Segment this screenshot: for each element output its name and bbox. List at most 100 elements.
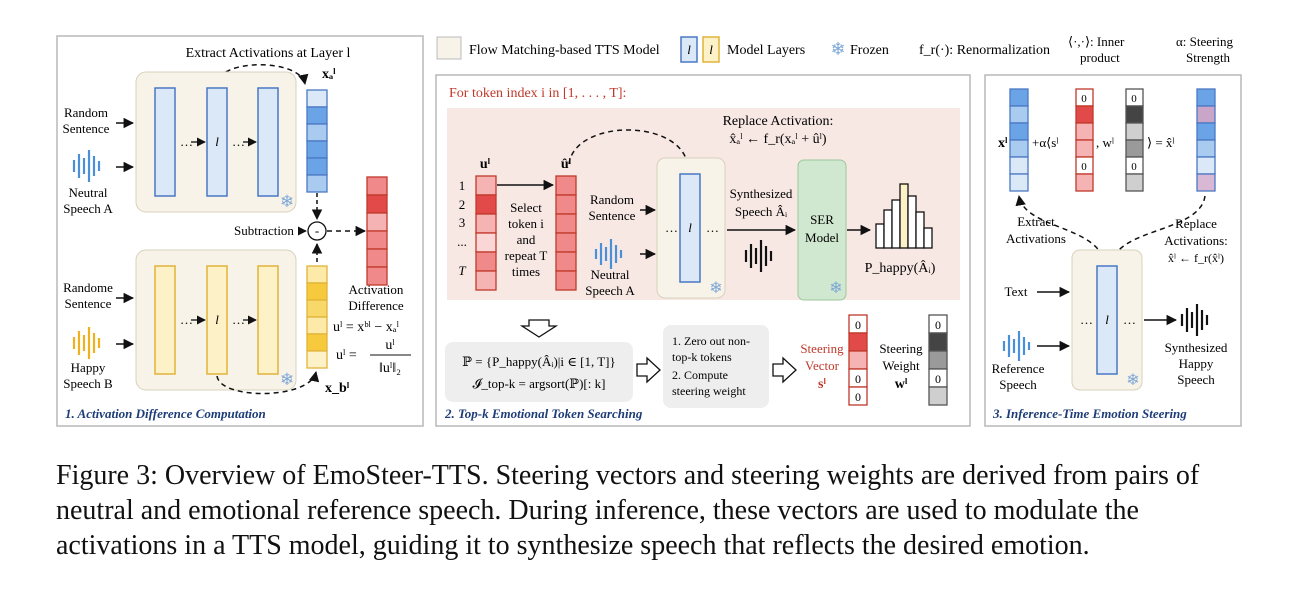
neutral-speech-1: Neutral xyxy=(69,185,108,200)
legend-layer-symbol-2: l xyxy=(709,42,713,57)
happy-layer-l xyxy=(206,265,228,375)
subtraction-label: Subtraction xyxy=(234,223,294,238)
p3-rangle: ⟩ = x̂ˡ xyxy=(1147,135,1175,150)
neutral-speech-2: Speech A xyxy=(63,201,113,216)
u-label: uˡ xyxy=(480,157,491,172)
happy-waveform-icon xyxy=(72,327,101,359)
svg-text:steering weight: steering weight xyxy=(672,384,746,398)
svg-text:top-k tokens: top-k tokens xyxy=(672,350,732,364)
panel-topk-token-search: For token index i in [1, . . . , T]: Rep… xyxy=(435,74,971,427)
svg-text:…: … xyxy=(1080,312,1093,327)
blue-layer-swatch xyxy=(680,36,698,63)
p3-reference-waveform-icon xyxy=(1002,331,1031,361)
svg-text:Select: Select xyxy=(510,200,542,215)
p2-synth-waveform-icon xyxy=(744,240,773,272)
snowflake-icon: ❄ xyxy=(829,280,842,297)
svg-text:…: … xyxy=(232,134,245,149)
happy-speech-1: Happy xyxy=(71,360,106,375)
sv-zero-1: 0 xyxy=(855,318,861,332)
p3-replace-3: x̂ˡ ← f_r(x̂ˡ) xyxy=(1168,251,1224,265)
legend-flow-model: Flow Matching-based TTS Model xyxy=(469,43,660,58)
svg-text:T: T xyxy=(458,263,466,278)
figure-caption: Figure 3: Overview of EmoSteer-TTS. Stee… xyxy=(56,460,1200,561)
p3-reference-2: Speech xyxy=(999,377,1037,392)
equation-u-lhs: uˡ = xyxy=(336,348,357,363)
p3-x-label: xˡ xyxy=(998,136,1008,151)
snowflake-icon: ❄ xyxy=(709,280,722,297)
right-hollow-arrow-icon xyxy=(636,356,661,384)
panel1-label: 1. Activation Difference Computation xyxy=(65,406,266,421)
svg-text:…: … xyxy=(706,220,719,235)
equation-u-diff: uˡ = xᵇˡ − xₐˡ xyxy=(333,320,400,335)
steering-vector-column xyxy=(848,314,868,406)
svg-text:2. Compute: 2. Compute xyxy=(672,368,728,382)
p3-reference-1: Reference xyxy=(992,361,1045,376)
randome-sentence-1: Randome xyxy=(63,280,113,295)
svg-text:2: 2 xyxy=(459,197,466,212)
activation-difference-1: Activation xyxy=(349,282,404,297)
legend-inner-1: ⟨·,·⟩: Inner xyxy=(1068,34,1125,49)
p3-output-waveform-icon xyxy=(1180,304,1209,336)
p3-synth-1: Synthesized xyxy=(1165,340,1228,355)
replace-activation-1: Replace Activation: xyxy=(723,114,834,129)
p2-neutral-waveform-icon xyxy=(594,239,623,269)
index-labels: 1 2 3 ... T xyxy=(457,178,467,278)
p2-neutral-speech-2: Speech A xyxy=(585,283,635,298)
steps-box xyxy=(663,325,769,408)
set-equation: ℙ = {P_happy(Âᵢ)|i ∈ [1, T]} xyxy=(462,354,615,369)
neutral-waveform-icon xyxy=(72,150,101,182)
activation-difference-vector xyxy=(366,176,388,286)
steering-weight-column xyxy=(928,314,948,406)
right-hollow-arrow-icon-2 xyxy=(772,356,797,384)
p3-layer-l xyxy=(1096,265,1118,375)
u-hat-vector xyxy=(555,175,577,291)
p3-replace-2: Activations: xyxy=(1164,233,1228,248)
extract-title: Extract Activations at Layer l xyxy=(186,46,351,61)
random-sentence-1: Random xyxy=(64,105,108,120)
u-hat-label: ûˡ xyxy=(561,157,572,172)
svg-text:and: and xyxy=(517,232,536,247)
neutral-activation-vector xyxy=(306,89,328,193)
subtraction-operator xyxy=(307,221,327,241)
steering-vector-2: Vector xyxy=(805,358,840,373)
svg-text:l: l xyxy=(1105,312,1109,327)
ser-model xyxy=(797,159,847,301)
p3-x-hat-vector xyxy=(1196,88,1216,192)
panel3-label: 3. Inference-Time Emotion Steering xyxy=(992,406,1187,421)
p3-synth-2: Happy xyxy=(1179,356,1214,371)
svg-text:1: 1 xyxy=(459,178,466,193)
p3-s-zero-2: 0 xyxy=(1081,161,1087,173)
svg-text:times: times xyxy=(512,264,540,279)
p2-synth-2: Speech Âᵢ xyxy=(735,204,788,219)
happy-activation-vector xyxy=(306,265,328,369)
x-a-label: xₐˡ xyxy=(322,67,336,82)
svg-text:3: 3 xyxy=(459,215,466,230)
steering-weight-1: Steering xyxy=(879,341,923,356)
svg-text:repeat T: repeat T xyxy=(505,248,548,263)
svg-text:l: l xyxy=(688,220,692,235)
svg-text:…: … xyxy=(665,220,678,235)
u-vector xyxy=(475,175,497,291)
steering-weight-symbol: wˡ xyxy=(895,377,908,392)
p-happy-label: P_happy(Âᵢ) xyxy=(865,259,936,276)
ser-2: Model xyxy=(805,230,839,245)
topk-equation: 𝓘_top-k = argsort(ℙ)[: k] xyxy=(473,376,606,391)
extract-dashed-arrow-b xyxy=(216,370,320,395)
p3-extract-1: Extract xyxy=(1017,214,1055,229)
legend-layer-symbol: l xyxy=(687,42,691,57)
replace-activation-2: x̂ₐˡ ← f_r(xₐˡ + ûˡ) xyxy=(729,132,827,147)
snowflake-icon: ❄ xyxy=(830,39,845,59)
activation-difference-2: Difference xyxy=(348,298,404,313)
svg-text:1. Zero out non-: 1. Zero out non- xyxy=(672,334,750,348)
random-sentence-2: Sentence xyxy=(63,121,110,136)
steering-vector-1: Steering xyxy=(800,341,844,356)
happy-layer-1 xyxy=(154,265,176,375)
snowflake-icon: ❄ xyxy=(1126,372,1139,389)
sv-zero-3: 0 xyxy=(855,390,861,404)
steps-text: 1. Zero out non- top-k tokens 2. Compute… xyxy=(672,334,750,398)
p2-neutral-speech-1: Neutral xyxy=(591,267,630,282)
p3-text-input: Text xyxy=(1005,284,1028,299)
legend-inner-2: product xyxy=(1080,50,1120,65)
legend-model-layers: Model Layers xyxy=(727,43,805,58)
